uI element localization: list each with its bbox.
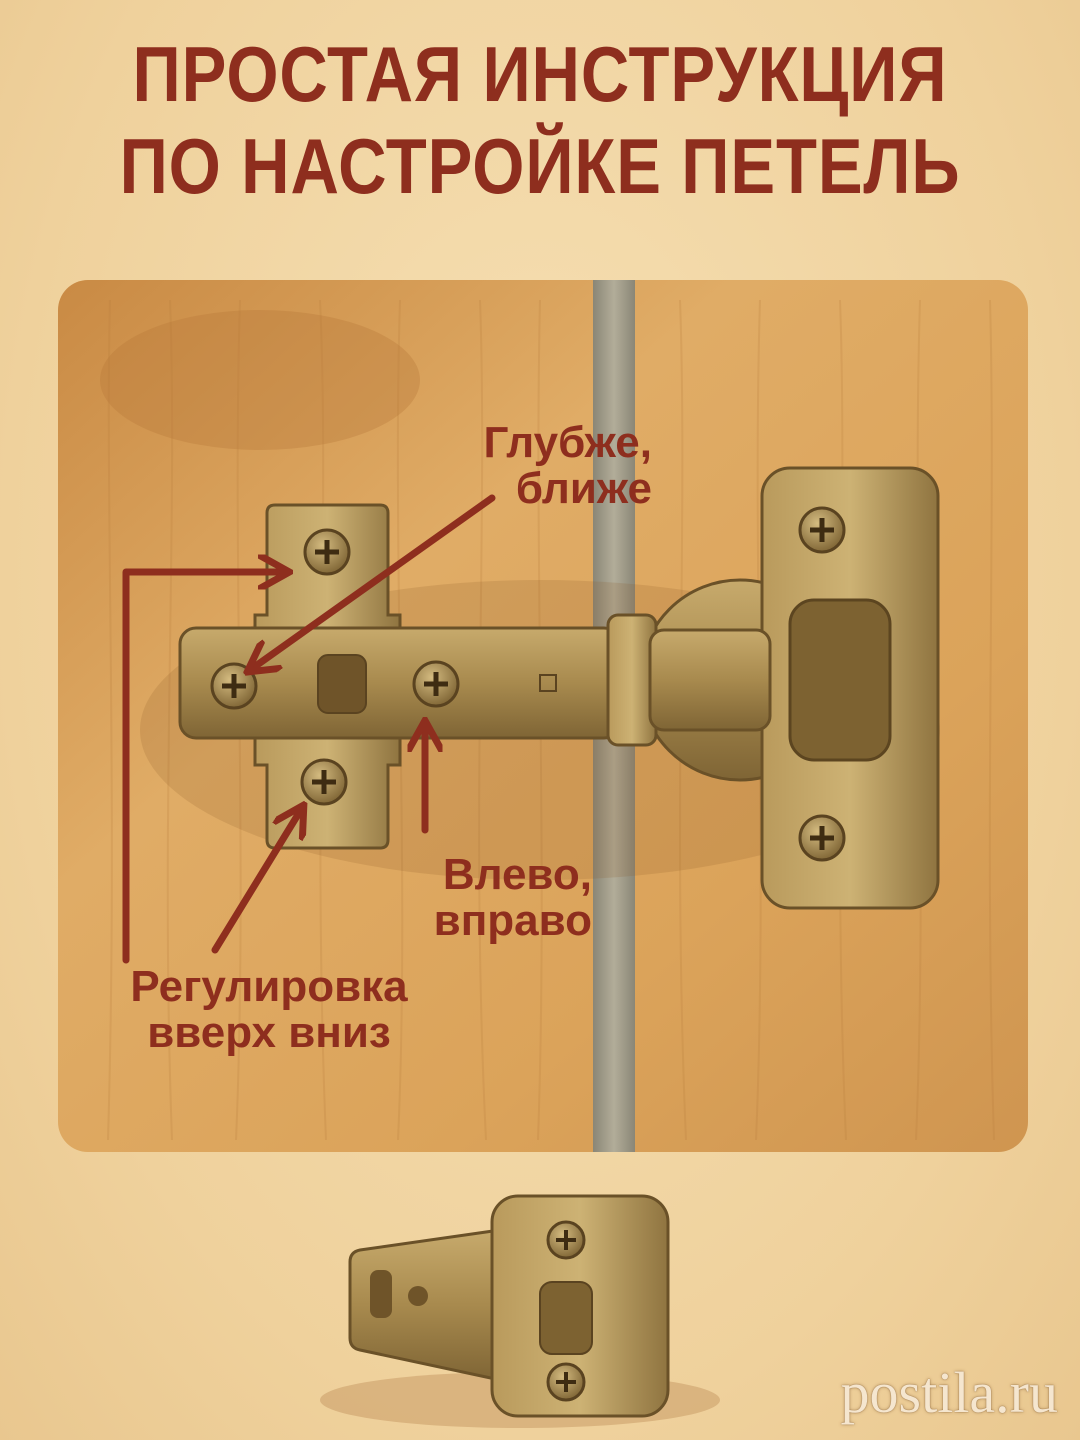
label-up-down: Регулировка вверх вниз [94,964,444,1056]
label-left-right-line-2: вправо [433,896,592,945]
screw-lateral [412,660,460,708]
screw-top [303,528,351,576]
cup-opening [788,598,892,762]
watermark: postila.ru [840,1360,1058,1425]
arrow-deeper-closer [250,494,496,670]
screw-cup-top [798,506,846,554]
label-left-right: Влево, вправо [392,852,592,944]
small-hinge-illustration [320,1194,720,1428]
arrow-up-down-top [122,572,286,964]
label-deeper-closer-line-1: Глубже, [483,418,652,467]
label-up-down-line-1: Регулировка [130,962,408,1011]
label-deeper-closer: Глубже, ближе [472,420,652,512]
label-left-right-line-1: Влево, [442,850,592,899]
wood-knot-shade [100,310,420,450]
hinge-link [648,628,772,732]
arm-square-hole [539,674,557,692]
title-line-2: ПО НАСТРОЙКЕ ПЕТЕЛЬ [119,122,961,210]
label-up-down-line-2: вверх вниз [147,1008,391,1057]
label-deeper-closer-line-2: ближе [515,464,652,513]
arrow-up-down-bottom [211,808,302,954]
screw-bottom [300,758,348,806]
screw-cup-bottom [798,814,846,862]
arm-slot [317,654,367,714]
page-title: ПРОСТАЯ ИНСТРУКЦИЯ ПО НАСТРОЙКЕ ПЕТЕЛЬ [76,28,1005,212]
title-line-1: ПРОСТАЯ ИНСТРУКЦИЯ [132,30,948,118]
